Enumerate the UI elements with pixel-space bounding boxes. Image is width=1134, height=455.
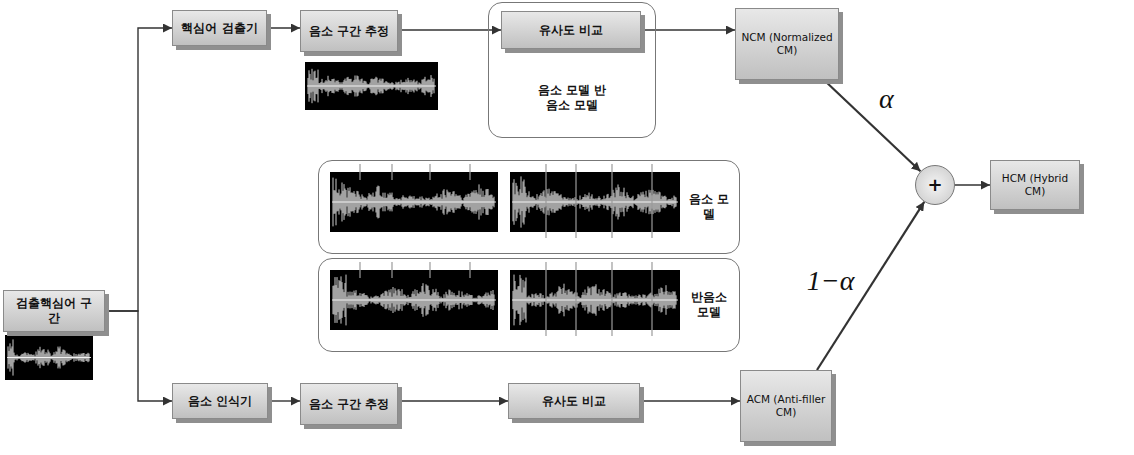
segment-tick: [545, 262, 546, 336]
waveform-image: [330, 164, 498, 232]
waveform-ground: [305, 62, 438, 110]
waveform-ground: [510, 270, 680, 330]
waveform-trace: [333, 275, 494, 326]
segment-tick: [611, 164, 612, 238]
node-text: 음소 모델: [687, 192, 731, 222]
connector: [105, 311, 172, 401]
weight-label-box: α: [877, 84, 896, 115]
process-box: 유사도 비교: [501, 11, 641, 49]
connector: [398, 29, 501, 30]
node-text: 음소 구간 추정: [309, 397, 389, 412]
input-box: 검출핵심어 구간: [3, 290, 105, 332]
node-text: 핵심어 검출기: [181, 21, 257, 36]
segment-tick: [575, 164, 576, 238]
segment-tick: [545, 164, 546, 238]
node-text: 유사도 비교: [542, 394, 606, 409]
segment-tick: [359, 262, 360, 278]
connector: [640, 400, 740, 401]
node-text: HCM (Hybrid CM): [993, 172, 1077, 198]
segment-tick: [359, 164, 360, 180]
process-box: 음소 인식기: [172, 383, 268, 419]
segment-tick: [391, 262, 392, 278]
segment-tick: [651, 262, 652, 336]
score-box: ACM (Anti-filler CM): [740, 370, 832, 442]
waveform-image: [330, 262, 498, 330]
segment-tick: [575, 262, 576, 336]
waveform-trace: [333, 178, 494, 227]
connector: [268, 400, 300, 401]
node-text: 음소 모델 반음소 모델: [532, 83, 612, 113]
segment-tick: [469, 164, 470, 180]
waveform-ground: [330, 172, 498, 232]
segment-tick: [611, 262, 612, 336]
node-text: NCM (Normalized CM): [738, 31, 836, 57]
process-box: 핵심어 검출기: [172, 10, 267, 46]
connector: [955, 184, 990, 185]
segment-tick: [469, 262, 470, 278]
sum-circle: +: [915, 165, 955, 205]
waveform-ground: [5, 335, 93, 380]
waveform-trace: [8, 339, 89, 375]
weight-label-box: 1−α: [805, 266, 857, 297]
segment-tick: [429, 262, 430, 278]
node-text: 반음소 모델: [687, 290, 731, 320]
weight-label: 1−α: [805, 266, 857, 297]
waveform-image: [305, 62, 438, 110]
waveform-image: [510, 164, 680, 238]
node-text: +: [927, 174, 942, 197]
process-box: 유사도 비교: [508, 383, 640, 419]
score-box: NCM (Normalized CM): [735, 8, 839, 80]
connector: [105, 28, 172, 311]
node-text: 음소 인식기: [188, 394, 252, 409]
waveform-ground: [330, 270, 498, 330]
waveform-ground: [510, 172, 680, 232]
waveform-image: [5, 335, 93, 380]
result-box: HCM (Hybrid CM): [990, 160, 1080, 210]
connector: [267, 27, 300, 28]
node-text: 음소 구간 추정: [309, 24, 389, 39]
waveform-image: [510, 262, 680, 336]
weight-label: α: [877, 84, 896, 115]
connector: [824, 80, 920, 171]
segment-tick: [391, 164, 392, 180]
node-text: ACM (Anti-filler CM): [743, 393, 829, 419]
node-text: 유사도 비교: [539, 23, 603, 38]
waveform-trace: [308, 69, 434, 103]
connector: [398, 400, 508, 401]
process-box: 음소 구간 추정: [300, 10, 398, 52]
process-box: 음소 구간 추정: [300, 383, 398, 425]
model-band: 음소 모델: [318, 160, 740, 254]
node-text: 검출핵심어 구간: [10, 296, 98, 326]
model-region: 음소 모델 반음소 모델 유사도 비교: [488, 2, 656, 138]
segment-tick: [429, 164, 430, 180]
model-band: 반음소 모델: [318, 258, 740, 352]
segment-tick: [651, 164, 652, 238]
